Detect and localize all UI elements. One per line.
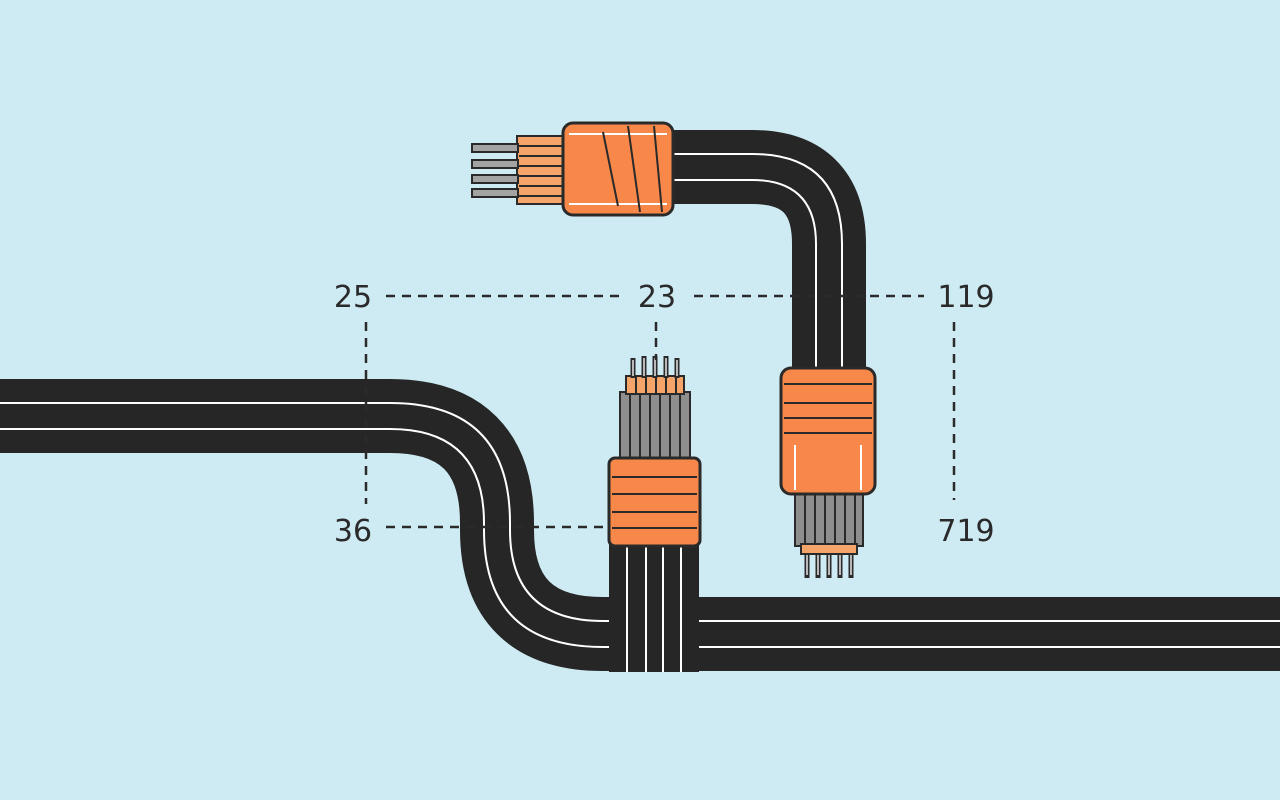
top-left-strands — [471, 135, 568, 205]
dimension-lines — [364, 294, 956, 529]
main-cable-stripe-lower — [0, 428, 1280, 648]
label-bottom-left: 36 — [334, 514, 372, 549]
main-cable — [0, 379, 1280, 671]
split-cable-sleeve — [607, 456, 702, 548]
top-left-sleeve — [561, 121, 675, 217]
elbow-cable-stripe-lower — [672, 179, 817, 378]
elbow-cable — [650, 130, 866, 382]
split-cable-strands — [619, 356, 691, 461]
split-cable — [609, 540, 699, 672]
label-top-middle: 23 — [638, 280, 676, 315]
right-sleeve — [779, 366, 877, 496]
right-strands — [794, 491, 864, 578]
elbow-cable-stripe-upper — [672, 153, 843, 378]
label-top-right: 119 — [937, 280, 994, 315]
main-cable-stripe-upper — [0, 402, 1280, 622]
label-top-left: 25 — [334, 280, 372, 315]
label-bottom-right: 719 — [937, 514, 994, 549]
